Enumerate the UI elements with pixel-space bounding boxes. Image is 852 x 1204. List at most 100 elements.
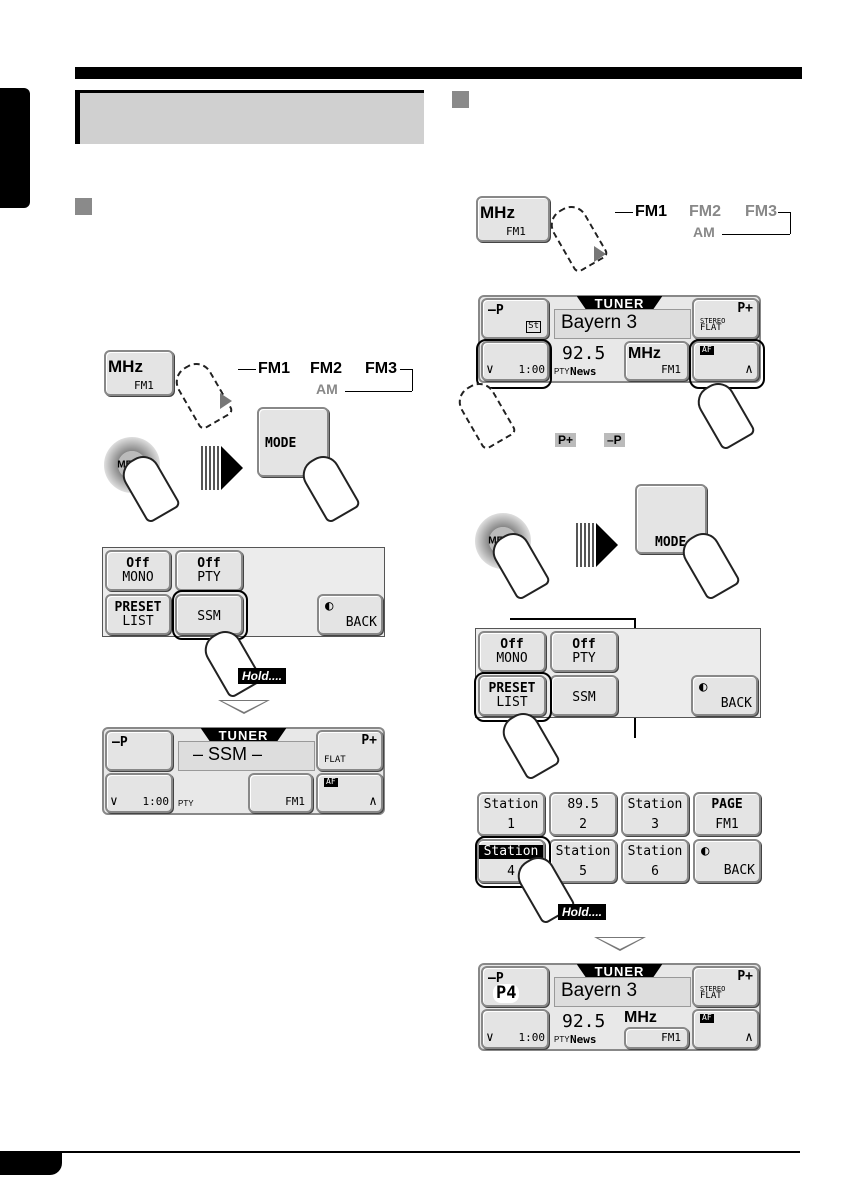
top-rule <box>75 67 802 79</box>
flat-label: FLAT <box>324 755 346 766</box>
p-minus-label: –P <box>488 303 504 318</box>
preset-button-6[interactable]: Station 6 <box>621 839 689 883</box>
list-label: LIST <box>122 614 154 630</box>
chevron-down-icon: ∨ <box>486 361 494 377</box>
p-plus-button[interactable]: P+ FLAT <box>316 730 383 771</box>
preset-button-1[interactable]: Station 1 <box>477 792 545 836</box>
band-fm1: FM1 <box>635 203 667 220</box>
preset-2-num: 2 <box>579 817 587 833</box>
down-button[interactable]: ∨ 1:00 <box>481 341 549 381</box>
preset-button-3[interactable]: Station 3 <box>621 792 689 836</box>
chevron-up-icon: ∧ <box>745 1029 753 1045</box>
band-fm3: FM3 <box>365 360 397 377</box>
highlight-ring <box>474 672 552 722</box>
stereo-label: STEREO <box>700 317 726 325</box>
p-plus-label: P+ <box>361 733 377 748</box>
seq-line <box>345 391 412 392</box>
p-minus-button[interactable]: –P St <box>481 298 549 339</box>
tuner-header: TUNER <box>200 728 287 743</box>
menu-panel-left: Off MONO Off PTY PRESET LIST SSM ◐ BACK <box>102 547 385 637</box>
p-plus-ref: P+ <box>555 433 577 447</box>
band-button-right[interactable]: MHz FM1 <box>476 196 550 242</box>
tuner-header: TUNER <box>576 964 663 979</box>
back-button[interactable]: ◐ BACK <box>691 675 758 716</box>
p-minus-label: –P <box>112 735 128 750</box>
pty-button[interactable]: Off PTY <box>550 631 618 672</box>
p-plus-button[interactable]: P+ STEREO FLAT <box>692 298 759 339</box>
chevron-down-icon: ∨ <box>110 793 118 809</box>
ssm-label: SSM <box>572 690 596 705</box>
back-label: BACK <box>720 695 752 711</box>
preset-6-num: 6 <box>651 864 659 880</box>
fm1-label: FM1 <box>134 379 154 392</box>
hold-label: Hold.... <box>238 668 286 684</box>
band-button-left[interactable]: MHz FM1 <box>104 350 174 396</box>
ssm-display-text: – SSM – <box>193 744 263 764</box>
band-am: AM <box>693 224 715 240</box>
highlight-ring <box>476 339 552 389</box>
band-button[interactable]: MHz FM1 <box>624 341 689 381</box>
band-button[interactable]: FM1 <box>624 1027 689 1049</box>
chevron-down-icon: ∨ <box>486 1029 494 1045</box>
p-minus-button[interactable]: –P P4 <box>481 966 549 1007</box>
tuner-display-result: –P P4 TUNER Bayern 3 P+ STEREO FLAT ∨ 1:… <box>478 963 761 1051</box>
back-dial-icon: ◐ <box>699 679 708 695</box>
preset-3-top: Station <box>627 797 683 812</box>
preset-button-5[interactable]: Station 5 <box>549 839 617 883</box>
band-label: FM1 <box>661 1030 681 1044</box>
flat-label: FLAT <box>700 991 722 1002</box>
preset-list-button[interactable]: PRESET LIST <box>478 675 546 716</box>
preset-list-button[interactable]: PRESET LIST <box>105 594 171 635</box>
ssm-button[interactable]: SSM <box>175 594 243 635</box>
arrow-right-icon <box>220 393 232 409</box>
back-label: BACK <box>345 614 377 630</box>
mode-label: MODE <box>265 436 297 451</box>
mono-button[interactable]: Off MONO <box>105 550 171 591</box>
seq-line <box>778 212 790 213</box>
seq-line <box>400 369 412 370</box>
up-button[interactable]: AF ∧ <box>316 773 383 813</box>
down-button[interactable]: ∨ 1:00 <box>481 1009 549 1049</box>
down-button[interactable]: ∨ 1:00 <box>105 773 173 813</box>
page-button[interactable]: PAGE FM1 <box>693 792 761 836</box>
chevron-up-icon: ∧ <box>745 361 753 377</box>
preset-4-top: Station <box>479 844 543 860</box>
mhz-label: MHz <box>624 1009 657 1026</box>
seq-line <box>238 369 256 370</box>
band-fm2: FM2 <box>310 360 342 377</box>
up-button[interactable]: AF ∧ <box>692 1009 759 1049</box>
preset-label: PRESET <box>114 600 162 615</box>
preset-button-4[interactable]: Station 4 <box>477 839 545 883</box>
pty-off-label: Off <box>572 637 596 652</box>
back-button[interactable]: ◐ BACK <box>693 839 761 883</box>
back-dial-icon: ◐ <box>701 843 710 859</box>
arrow-down-icon <box>594 937 646 951</box>
p-minus-button[interactable]: –P <box>105 730 173 771</box>
mono-button[interactable]: Off MONO <box>478 631 546 672</box>
back-label: BACK <box>723 862 755 878</box>
st-indicator: St <box>526 321 541 333</box>
news-label: News <box>570 365 597 378</box>
band-fm1: FM1 <box>258 360 290 377</box>
preset-button-2[interactable]: 89.5 2 <box>549 792 617 836</box>
p-plus-label: P+ <box>737 969 753 984</box>
mono-label: MONO <box>122 570 154 586</box>
back-button[interactable]: ◐ BACK <box>317 594 383 635</box>
callout-bracket <box>510 618 636 620</box>
finger-press-icon <box>544 199 610 275</box>
arrow-down-icon <box>218 700 270 714</box>
mhz-label: MHz <box>480 203 515 222</box>
p-plus-button[interactable]: P+ STEREO FLAT <box>692 966 759 1007</box>
time-label: 1:00 <box>142 794 170 808</box>
pty-button[interactable]: Off PTY <box>175 550 243 591</box>
preset-label: PRESET <box>488 681 536 696</box>
band-label: FM1 <box>285 794 305 808</box>
arrow-stripes <box>201 446 221 490</box>
up-button[interactable]: AF ∧ <box>692 341 759 381</box>
menu-panel-right: Off MONO Off PTY PRESET LIST SSM ◐ BACK <box>475 628 761 718</box>
preset-list-panel: Station 1 89.5 2 Station 3 PAGE FM1 Stat… <box>477 792 761 884</box>
station-name-area: Bayern 3 <box>554 977 691 1007</box>
ssm-button[interactable]: SSM <box>550 675 618 716</box>
preset-1-top: Station <box>483 797 539 812</box>
band-button[interactable]: FM1 <box>248 773 313 813</box>
